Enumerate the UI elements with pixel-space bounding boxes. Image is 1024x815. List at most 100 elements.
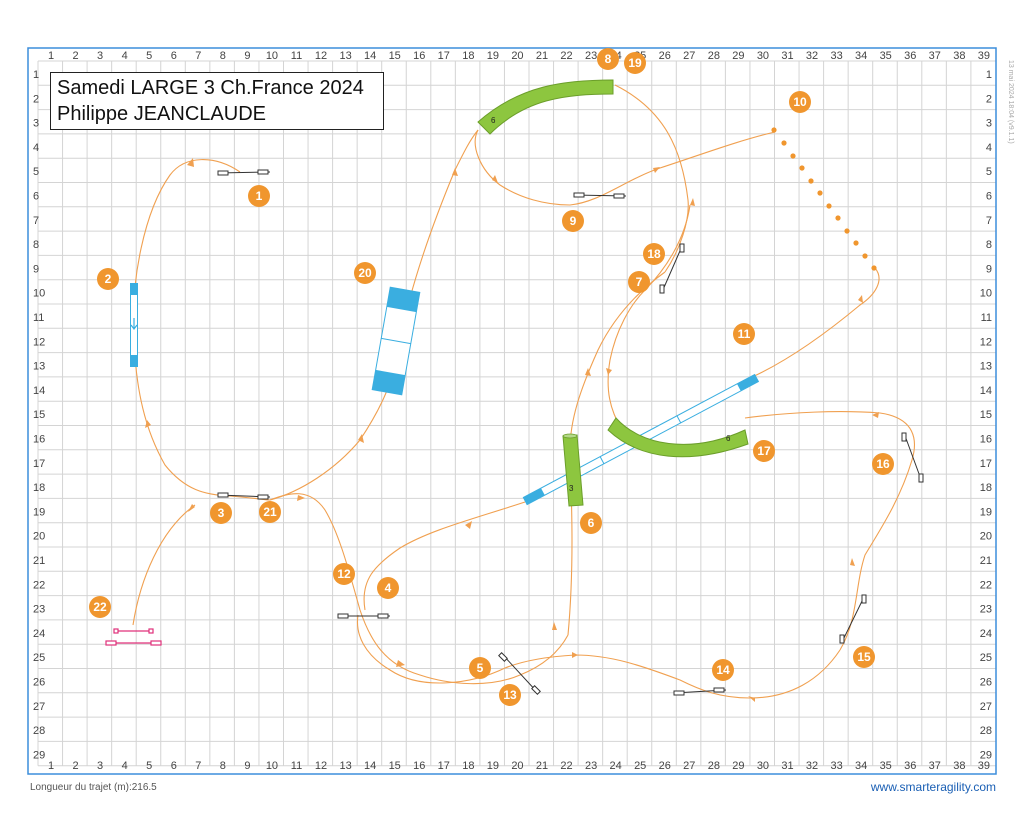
obstacle-number: 13 xyxy=(503,688,517,702)
row-tick: 26 xyxy=(33,677,45,689)
obstacle-number: 21 xyxy=(263,505,277,519)
column-tick: 13 xyxy=(339,760,351,772)
row-tick: 23 xyxy=(33,604,45,616)
column-tick: 33 xyxy=(830,760,842,772)
row-tick: 10 xyxy=(980,288,992,300)
column-tick: 9 xyxy=(244,50,250,62)
jump-12 xyxy=(337,613,390,619)
row-tick: 2 xyxy=(33,93,39,105)
obstacle-badge-10: 10 xyxy=(789,91,811,113)
obstacle-number: 19 xyxy=(628,56,642,70)
judge-name: Philippe JEANCLAUDE xyxy=(57,103,266,125)
row-tick: 25 xyxy=(980,652,992,664)
column-tick: 9 xyxy=(244,760,250,772)
row-tick: 1 xyxy=(986,69,992,81)
column-tick: 1 xyxy=(48,50,54,62)
obstacle-number: 11 xyxy=(738,327,751,341)
jump-bars xyxy=(217,169,924,696)
row-tick: 18 xyxy=(33,482,45,494)
row-tick: 27 xyxy=(33,701,45,713)
column-tick: 5 xyxy=(146,760,152,772)
obstacle-badge-14: 14 xyxy=(712,659,734,681)
jump-14 xyxy=(673,687,727,696)
jump-15 xyxy=(839,594,867,644)
obstacle-number: 16 xyxy=(876,457,890,471)
row-tick: 5 xyxy=(986,166,992,178)
row-tick: 4 xyxy=(33,142,39,154)
column-tick: 24 xyxy=(610,760,622,772)
column-tick: 11 xyxy=(291,50,302,62)
obstacle-number: 6 xyxy=(588,516,595,530)
obstacle-badge-7: 7 xyxy=(628,271,650,293)
row-tick: 7 xyxy=(33,215,39,227)
timestamp: 13 mai 2024 18:04 (v9.1.1) xyxy=(1007,60,1014,144)
obstacle-number: 1 xyxy=(256,189,263,203)
row-tick: 16 xyxy=(33,434,45,446)
row-tick: 3 xyxy=(33,118,39,130)
jump-3 xyxy=(217,492,271,500)
row-tick: 1 xyxy=(33,69,39,81)
column-tick: 34 xyxy=(855,50,867,62)
weave-poles xyxy=(771,127,877,271)
grid xyxy=(37,60,996,767)
row-tick: 14 xyxy=(980,385,992,397)
column-tick: 8 xyxy=(220,50,226,62)
row-tick: 12 xyxy=(33,336,45,348)
column-tick: 28 xyxy=(708,760,720,772)
obstacle-badge-11: 11 xyxy=(733,323,755,345)
website-link[interactable]: www.smarteragility.com xyxy=(870,780,996,794)
column-tick: 21 xyxy=(536,50,548,62)
row-tick: 21 xyxy=(980,555,992,567)
column-tick: 38 xyxy=(953,760,965,772)
row-tick: 27 xyxy=(980,701,992,713)
row-tick: 5 xyxy=(33,166,39,178)
row-tick: 6 xyxy=(33,191,39,203)
row-tick: 15 xyxy=(33,409,45,421)
column-tick: 13 xyxy=(339,50,351,62)
obstacle-badge-2: 2 xyxy=(97,268,119,290)
row-tick: 22 xyxy=(980,579,992,591)
obstacle-number: 12 xyxy=(337,567,351,581)
row-tick: 19 xyxy=(980,506,992,518)
column-tick: 2 xyxy=(72,760,78,772)
row-tick: 8 xyxy=(33,239,39,251)
row-tick: 19 xyxy=(33,506,45,518)
course-title: Samedi LARGE 3 Ch.France 2024 xyxy=(57,77,364,99)
column-tick: 35 xyxy=(880,760,892,772)
obstacle-badge-5: 5 xyxy=(469,657,491,679)
table-2 xyxy=(130,283,138,367)
tunnel-8-19: 6 xyxy=(477,79,614,135)
column-tick: 38 xyxy=(953,50,965,62)
obstacle-badge-6: 6 xyxy=(580,512,602,534)
row-tick: 16 xyxy=(980,434,992,446)
obstacle-number: 7 xyxy=(636,275,643,289)
row-tick: 29 xyxy=(980,749,992,761)
row-tick: 12 xyxy=(980,336,992,348)
column-tick: 37 xyxy=(929,50,941,62)
row-tick: 26 xyxy=(980,677,992,689)
obstacle-badge-21: 21 xyxy=(259,501,281,523)
column-tick: 18 xyxy=(462,50,474,62)
column-tick: 4 xyxy=(122,50,128,62)
obstacle-badge-9: 9 xyxy=(562,210,584,232)
row-tick: 25 xyxy=(33,652,45,664)
column-tick: 14 xyxy=(364,760,376,772)
column-tick: 33 xyxy=(830,50,842,62)
row-tick: 11 xyxy=(981,312,992,324)
column-tick: 2 xyxy=(72,50,78,62)
tunnel-label: 3 xyxy=(569,484,574,493)
column-tick: 18 xyxy=(462,760,474,772)
column-tick: 35 xyxy=(880,50,892,62)
row-tick: 17 xyxy=(980,458,992,470)
handler-path xyxy=(132,84,915,699)
column-tick: 21 xyxy=(536,760,548,772)
obstacle-number: 17 xyxy=(757,444,771,458)
column-tick: 10 xyxy=(266,760,278,772)
column-tick: 23 xyxy=(585,760,597,772)
row-tick: 7 xyxy=(986,215,992,227)
a-frame-20 xyxy=(371,286,421,396)
course-title-box: Samedi LARGE 3 Ch.France 2024 Philippe J… xyxy=(50,72,384,130)
obstacle-number: 10 xyxy=(793,95,807,109)
row-tick: 23 xyxy=(980,604,992,616)
